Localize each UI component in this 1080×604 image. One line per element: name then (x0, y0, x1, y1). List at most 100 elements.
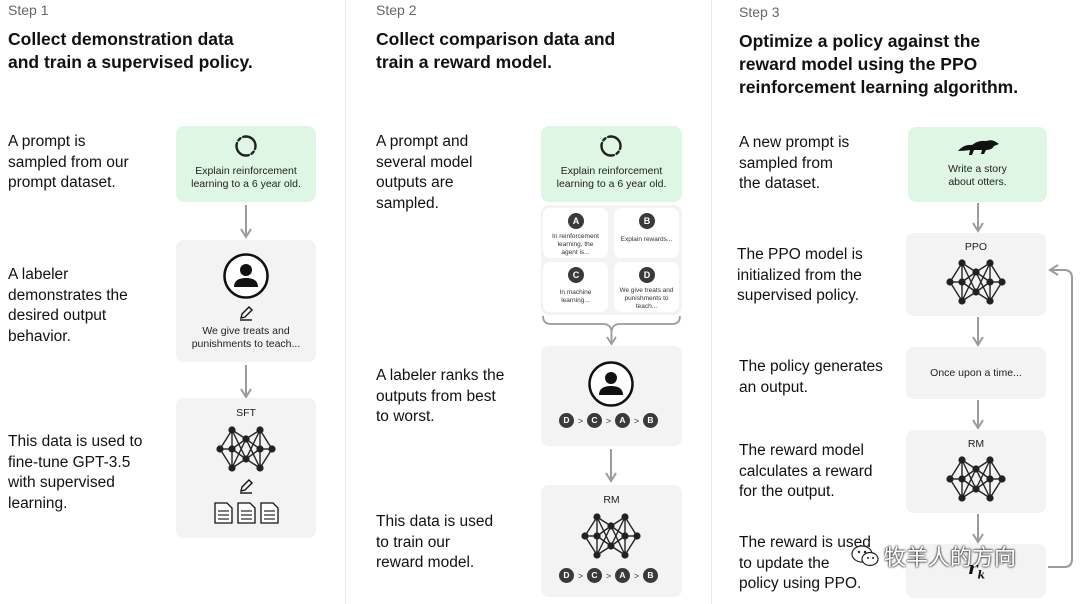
network-edge (231, 438, 247, 469)
step1-title: Collect demonstration data and train a s… (8, 28, 253, 74)
network-node (958, 278, 966, 286)
desc-line: the dataset. (739, 175, 821, 192)
desc-line: The PPO model is (737, 246, 863, 263)
rank-separator: > (605, 415, 612, 426)
output-line: In reinforcement (552, 233, 599, 240)
output-card-c: C In machine learning... (543, 262, 608, 312)
feedback-loop-arrow (1048, 264, 1073, 568)
arrow-down-icon (240, 205, 252, 239)
network-node (228, 464, 236, 472)
refresh-icon (235, 135, 257, 157)
network-edge (989, 281, 1003, 302)
desc-line: outputs from best (376, 387, 496, 405)
network-node (256, 464, 264, 472)
step3-ppo-box: PPO (906, 233, 1046, 316)
arrow-down-icon (972, 203, 984, 233)
network-node (593, 513, 601, 521)
step3-title-line3: reinforcement learning algorithm. (739, 77, 1019, 97)
step2-ranking-box: D > C > A > B (541, 346, 682, 446)
rank-chip: B (643, 413, 658, 428)
column-divider-1 (345, 0, 346, 604)
output-text: We give treats and punishments to teach.… (616, 287, 677, 311)
network-edge (961, 271, 977, 302)
step1-title-line2: and train a supervised policy. (8, 52, 253, 72)
output-text: Explain rewards... (616, 236, 677, 244)
wechat-icon (851, 545, 879, 567)
network-node (593, 551, 601, 559)
rank-chip: A (615, 413, 630, 428)
otter-icon (958, 140, 999, 155)
output-line: Explain rewards... (620, 236, 673, 243)
step2-label: Step 2 (376, 2, 417, 18)
network-node (958, 297, 966, 305)
network-edge (961, 468, 977, 499)
step1-label: Step 1 (8, 2, 49, 18)
prompt-line: about otters. (948, 176, 1007, 188)
desc-line: sampled from our (8, 153, 129, 171)
desc-line: A prompt is (8, 133, 86, 150)
desc-line: to worst. (376, 408, 435, 425)
step3-rm-box: RM (906, 430, 1046, 513)
neural-network-icon (946, 456, 1006, 502)
desc-line: desired output (8, 307, 107, 324)
network-node (256, 426, 264, 434)
prompt-line: Explain reinforcement (560, 165, 663, 177)
output-line: teach... (635, 303, 658, 310)
network-edge (975, 459, 991, 490)
rank-separator: > (577, 415, 584, 426)
labeler-avatar-icon (588, 361, 634, 407)
network-node (958, 259, 966, 267)
arrow-down-icon (240, 365, 252, 399)
ranking-row: D > C > A > B (559, 568, 658, 583)
demo-line: punishments to teach... (191, 338, 301, 350)
arrow-down-icon (972, 400, 984, 430)
desc-line: sampled. (376, 194, 439, 212)
rank-chip: B (643, 568, 658, 583)
network-node (958, 475, 966, 483)
sft-label: SFT (236, 407, 256, 419)
network-edge (949, 281, 963, 302)
step3-title: Optimize a policy against the reward mod… (739, 30, 1018, 99)
network-node (593, 532, 601, 540)
network-node (958, 456, 966, 464)
network-node (972, 485, 980, 493)
desc-line: demonstrates the (8, 286, 128, 304)
desc-line: behavior. (8, 327, 71, 345)
rm-label: RM (603, 494, 620, 506)
network-node (228, 445, 236, 453)
desc-line: an output. (739, 378, 808, 396)
prompt-line: Explain reinforcement (195, 165, 297, 177)
step2-desc-train: This data is used to train our reward mo… (376, 512, 493, 574)
output-letter: D (639, 267, 655, 283)
desc-line: The reward model (739, 442, 864, 459)
network-edge (259, 448, 273, 469)
desc-line: The reward is used (739, 534, 871, 551)
desc-line: This data is used (376, 513, 494, 530)
network-node (998, 475, 1006, 483)
step1-sft-box: SFT (176, 398, 316, 538)
network-node (946, 475, 954, 483)
output-letter: C (568, 267, 584, 283)
rank-chip: D (559, 568, 574, 583)
step2-desc-ranks: A labeler ranks the outputs from best to… (376, 366, 504, 428)
rank-chip: A (615, 568, 630, 583)
output-line: We give treats and (619, 287, 674, 294)
desc-line: A labeler (8, 266, 69, 283)
network-node (946, 278, 954, 286)
network-node (986, 494, 994, 502)
neural-network-icon (946, 259, 1006, 305)
arrow-down-icon (605, 449, 617, 483)
network-node (621, 532, 629, 540)
step1-prompt-box: Explain reinforcement learning to a 6 ye… (176, 126, 316, 202)
desc-line: learning. (8, 494, 68, 512)
step3-label: Step 3 (739, 4, 780, 20)
network-node (972, 268, 980, 276)
network-node (972, 288, 980, 296)
step2-desc-sampled: A prompt and several model outputs are s… (376, 132, 473, 214)
network-node (216, 445, 224, 453)
step3-desc-reward: The reward model calculates a reward for… (739, 441, 873, 503)
step2-title: Collect comparison data and train a rewa… (376, 28, 615, 74)
network-node (998, 278, 1006, 286)
step1-title-line1: Collect demonstration data (8, 29, 234, 49)
step3-title-line2: reward model using the PPO (739, 54, 978, 74)
